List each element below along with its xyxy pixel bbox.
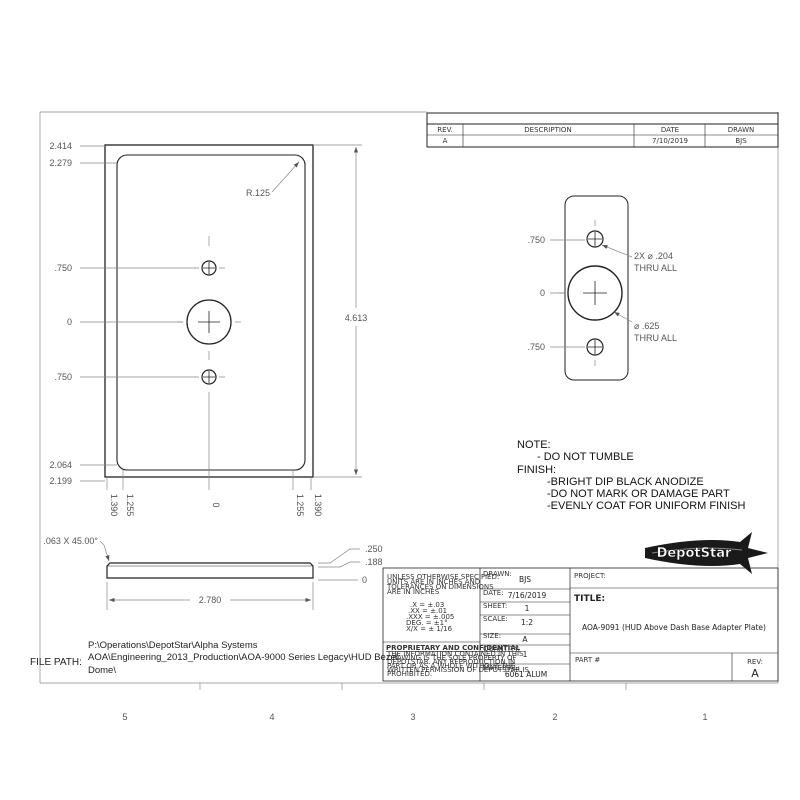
scale-value: 1:2 <box>521 618 533 627</box>
dim-right-1-390: 1.390 <box>313 494 323 517</box>
file-path: FILE PATH: P:\Operations\DepotStar\Alpha… <box>30 640 398 676</box>
zone-label: 5 <box>122 712 127 722</box>
date-label: DATE: <box>483 589 504 597</box>
large-hole-thru: THRU ALL <box>634 333 677 343</box>
proprietary-text: DEPOTSTAR. ANY REPRODUCTION IN <box>387 658 515 666</box>
depotstar-logo: DepotStar <box>645 532 768 574</box>
date-value: 7/16/2019 <box>508 591 547 600</box>
sheet-border <box>39 111 779 690</box>
zone-label: 1 <box>702 712 707 722</box>
sheet-value: 1 <box>525 604 530 613</box>
radius-label: R.125 <box>246 188 270 198</box>
rev-label: REV: <box>747 658 763 666</box>
proprietary-text: WRITTEN PERMISSION OF DEPOTSTAR IS <box>387 666 529 674</box>
date-cell: 7/10/2019 <box>652 137 688 145</box>
description-header: DESCRIPTION <box>524 126 571 134</box>
tolerance-note: UNLESS OTHERWISE SPECIFIED: <box>387 573 499 581</box>
drawn-value: BJS <box>519 575 531 584</box>
detail-dim-zero: 0 <box>540 288 545 298</box>
tolerance: X/X = ± 1/16 <box>406 625 453 633</box>
small-hole-callout: 2X ⌀ .204 <box>634 251 673 261</box>
rev-cell: A <box>443 137 448 145</box>
dim-left-1-390: 1.390 <box>109 494 119 517</box>
tolerance: .XXX = ±.005 <box>406 613 454 621</box>
dim-2-279: 2.279 <box>49 158 72 168</box>
part-number-label: PART # <box>575 656 600 664</box>
tolerance: .X = ±.03 <box>410 601 444 609</box>
note-item: - DO NOT TUMBLE <box>537 451 634 463</box>
dim-4-613: 4.613 <box>345 313 368 323</box>
rev-header: REV. <box>437 126 452 134</box>
chamfer-label: .063 X 45.00° <box>43 536 98 546</box>
dim-zero: 0 <box>67 317 72 327</box>
large-hole-callout: ⌀ .625 <box>634 321 659 331</box>
dim-left-1-255: 1.255 <box>125 494 135 517</box>
drawing-title: AOA-9091 (HUD Above Dash Base Adapter Pl… <box>582 623 766 632</box>
top-hole <box>201 260 217 276</box>
zone-labels: 5 4 3 2 1 <box>122 712 707 722</box>
material-value: 6061 ALUM <box>505 670 547 679</box>
dim-bottom-750: .750 <box>54 372 72 382</box>
zone-label: 3 <box>410 712 415 722</box>
detail-view: .750 0 .750 2X ⌀ .204 THRU ALL ⌀ .625 TH… <box>527 195 677 381</box>
tolerance-note: ARE IN INCHES <box>387 588 440 596</box>
drawn-label: DRAWN: <box>483 570 512 578</box>
logo-text: DepotStar <box>657 546 732 561</box>
tolerance-note: TOLERANCES ON DIMENSIONS <box>386 583 494 591</box>
detail-dim-bottom-750: .750 <box>527 342 545 352</box>
sheet-label: SHEET: <box>483 602 507 610</box>
file-path-line: Dome\ <box>88 665 116 676</box>
proprietary-text: DRAWING IS THE SOLE PROPERTY OF <box>387 654 517 662</box>
dim-2-199: 2.199 <box>49 476 72 486</box>
size-value: A <box>522 635 528 644</box>
center-hole <box>186 299 232 345</box>
title-label: TITLE: <box>574 594 605 604</box>
quantity-label: QUANTITY: <box>483 645 520 653</box>
drawn-cell: BJS <box>735 137 747 145</box>
dim-188: .188 <box>365 557 383 567</box>
tolerance: .XX = ±.01 <box>408 607 447 615</box>
scale-label: SCALE: <box>483 615 508 623</box>
drawn-header: DRAWN <box>728 126 755 134</box>
zone-label: 4 <box>269 712 274 722</box>
file-path-line: AOA\Engineering_2013_Production\AOA-9000… <box>88 652 398 663</box>
dim-2-780: 2.780 <box>199 595 222 605</box>
proprietary-text: THE INFORMATION CONTAINED IN THIS <box>386 650 524 658</box>
rev-value: A <box>751 667 759 680</box>
title-block: UNLESS OTHERWISE SPECIFIED: UNITS ARE IN… <box>382 567 779 682</box>
note-heading: NOTE: <box>517 439 551 451</box>
dim-side-zero: 0 <box>362 575 367 585</box>
dim-250: .250 <box>365 544 383 554</box>
dim-top-750: .750 <box>54 263 72 273</box>
detail-dim-top-750: .750 <box>527 235 545 245</box>
finish-item: -DO NOT MARK OR DAMAGE PART <box>547 488 730 500</box>
finish-item: -EVENLY COAT FOR UNIFORM FINISH <box>547 500 745 512</box>
bottom-hole <box>201 369 217 385</box>
notes: NOTE: - DO NOT TUMBLE FINISH: -BRIGHT DI… <box>517 439 745 512</box>
date-header: DATE <box>661 126 679 134</box>
size-label: SIZE: <box>483 632 501 640</box>
side-view: .063 X 45.00° .250 .188 0 2.780 <box>43 536 383 610</box>
proprietary-text: PART OR AS A WHOLE WITHOUT THE <box>387 662 515 670</box>
quantity-value: 1 <box>523 650 528 659</box>
dim-center-zero: 0 <box>211 502 221 507</box>
file-path-line: P:\Operations\DepotStar\Alpha Systems <box>88 640 258 651</box>
tolerance: DEG. = ±1° <box>406 619 448 627</box>
revision-table: REV. DESCRIPTION DATE DRAWN A 7/10/2019 … <box>426 112 779 148</box>
dim-2-064: 2.064 <box>49 460 72 470</box>
finish-heading: FINISH: <box>517 464 556 476</box>
zone-label: 2 <box>552 712 557 722</box>
small-hole-thru: THRU ALL <box>634 263 677 273</box>
material-label: MATERIAL: <box>483 664 520 672</box>
finish-item: -BRIGHT DIP BLACK ANODIZE <box>547 476 704 488</box>
tolerance-note: UNITS ARE IN INCHES AND <box>387 578 480 586</box>
project-label: PROJECT: <box>574 572 606 580</box>
dim-2-414: 2.414 <box>49 141 72 151</box>
proprietary-text: PROHIBITED. <box>387 670 432 678</box>
dim-right-1-255: 1.255 <box>295 494 305 517</box>
front-view: 2.414 2.279 .750 0 .750 2.064 2.199 4.61… <box>49 141 367 516</box>
file-path-label: FILE PATH: <box>30 657 82 668</box>
proprietary-heading: PROPRIETARY AND CONFIDENTIAL <box>386 644 521 652</box>
